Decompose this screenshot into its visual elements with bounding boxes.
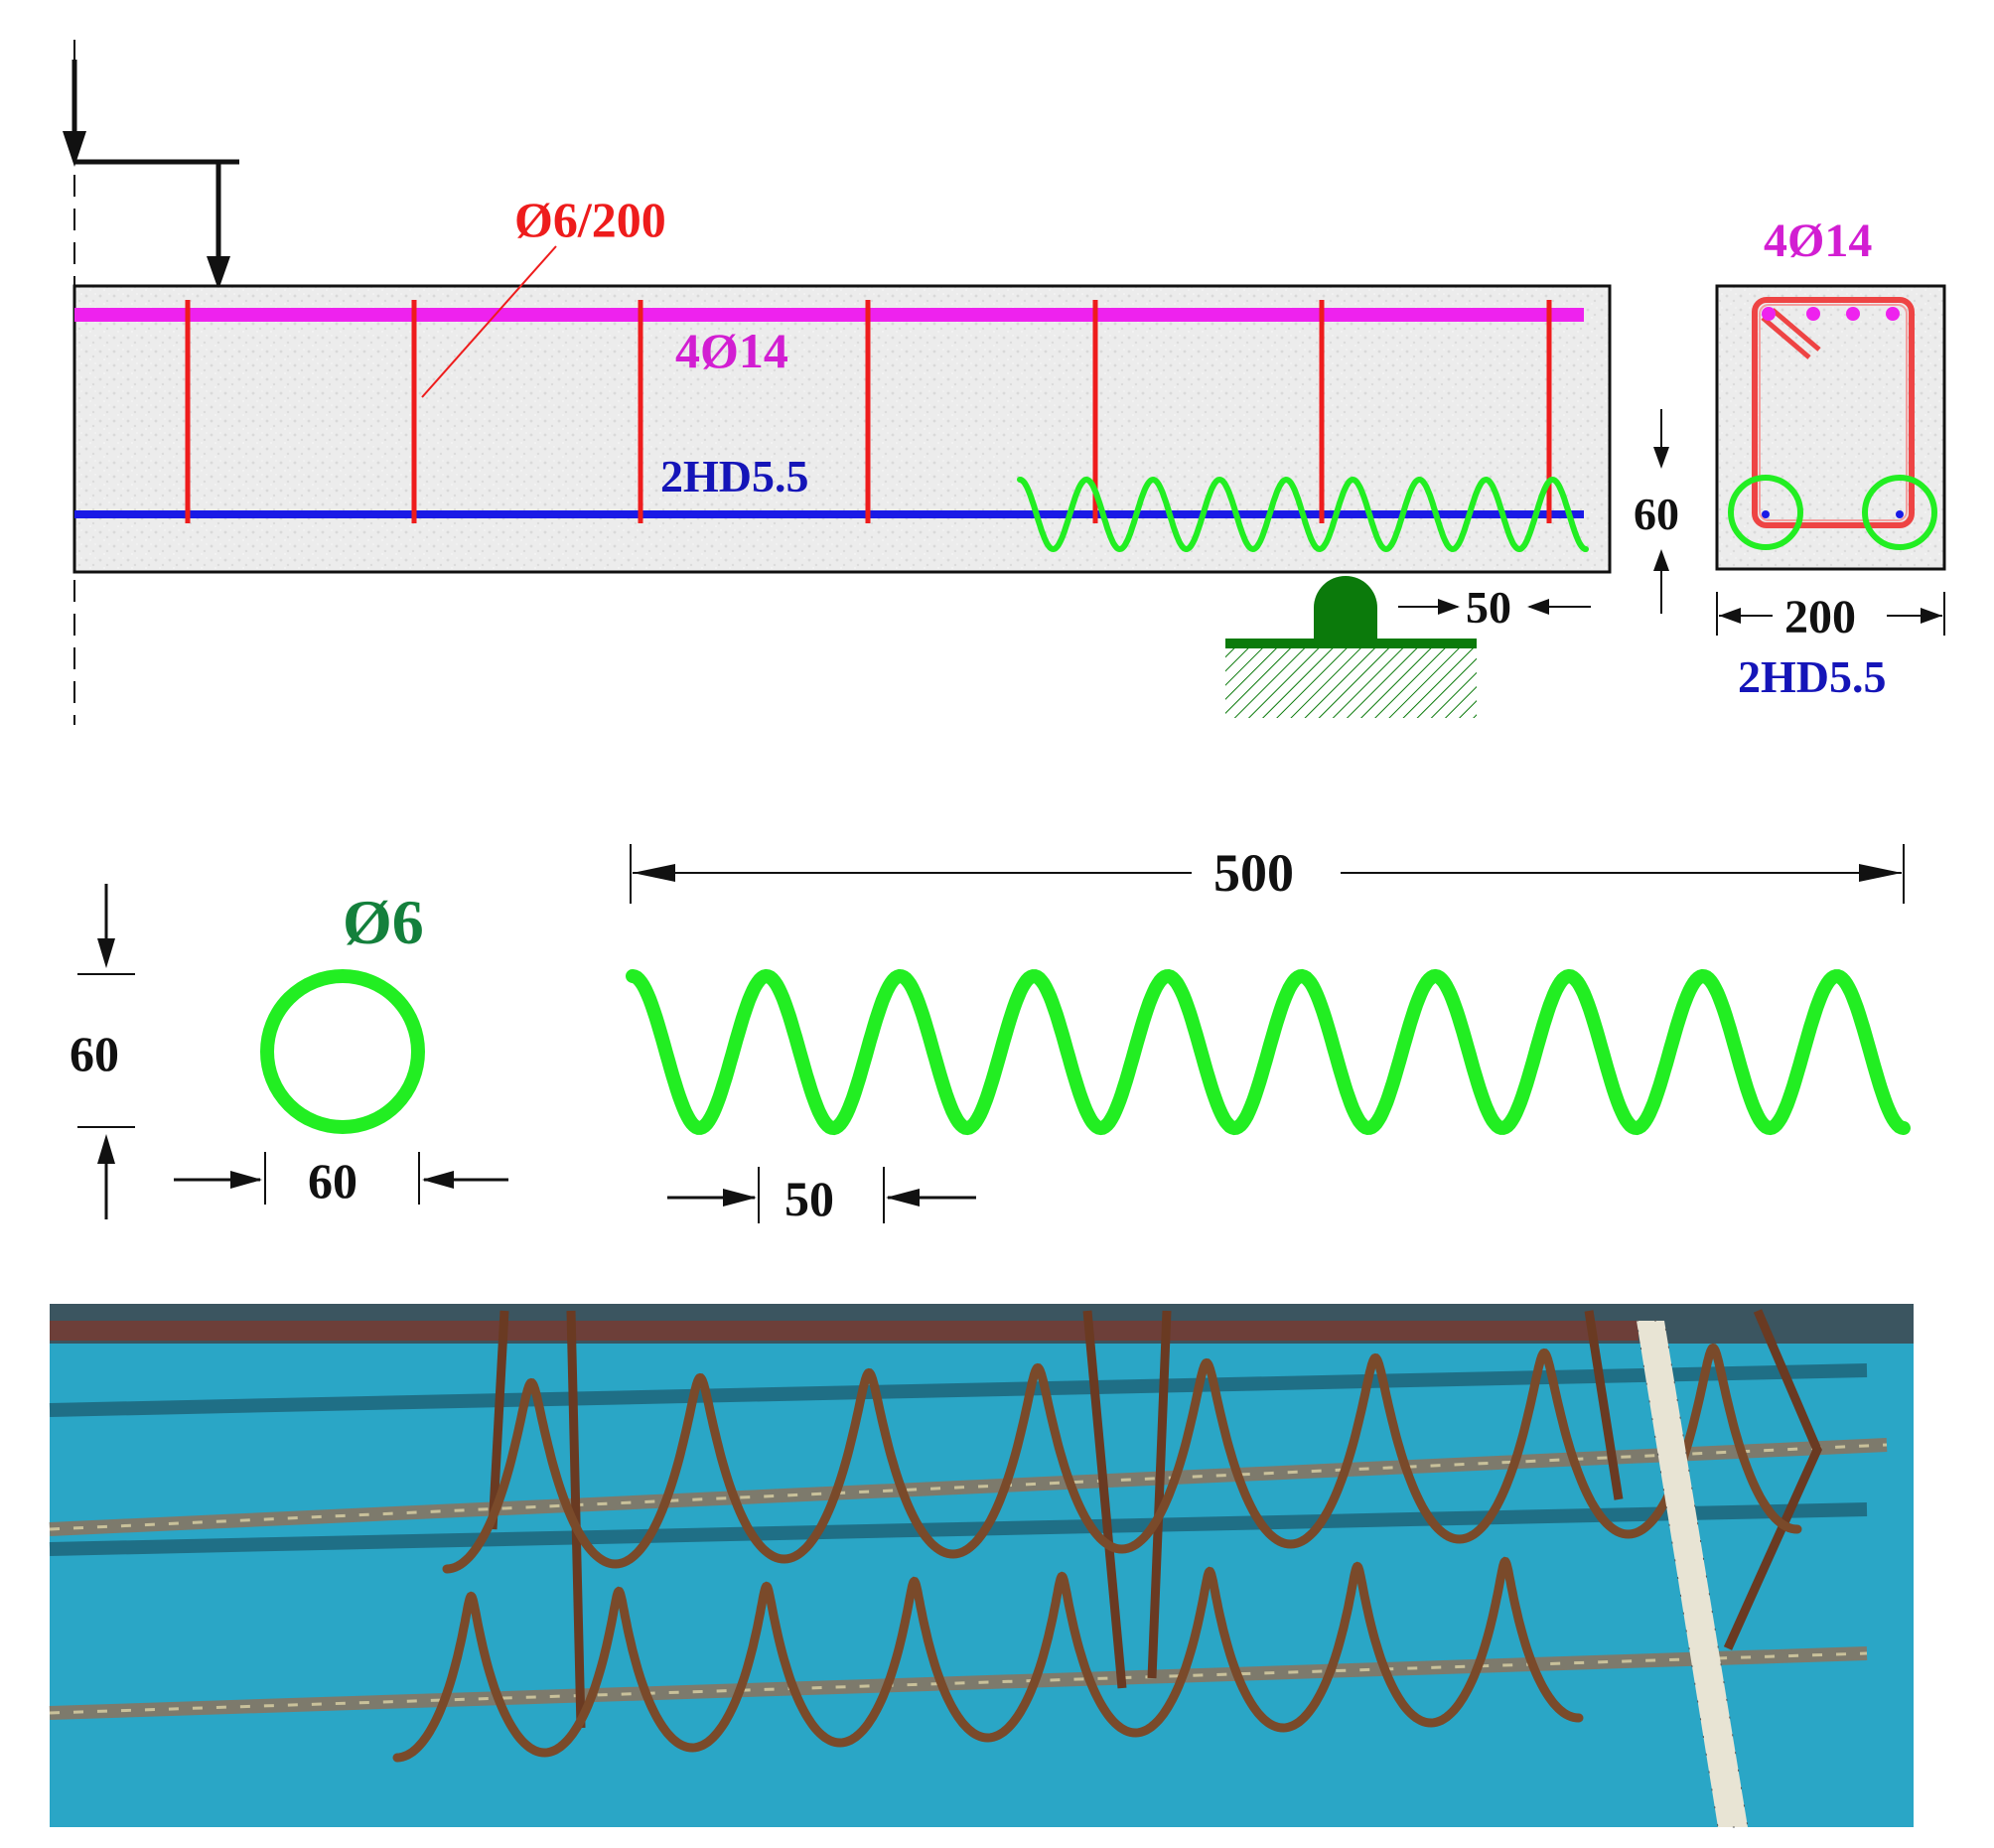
bottom-bar xyxy=(74,510,1584,518)
dim-arrow xyxy=(1653,447,1669,469)
photo-stirrup xyxy=(1147,1310,1172,1679)
section-top-label: 4Ø14 xyxy=(1764,214,1872,267)
dim-arrow xyxy=(1653,549,1669,571)
measuring-tape xyxy=(1636,1320,1749,1828)
support-plate xyxy=(1225,639,1477,648)
support-offset-label: 50 xyxy=(1466,582,1511,633)
spiral-pitch-label: 50 xyxy=(784,1171,834,1226)
section-bottom-bars xyxy=(1762,510,1904,518)
dim-arrow xyxy=(886,1189,920,1207)
section-stirrup-inner xyxy=(1759,304,1908,521)
spiral-height-dimension: 60 xyxy=(70,884,135,1219)
top-bar-dot xyxy=(1846,307,1860,321)
spiral-detail: 60 Ø6 60 500 xyxy=(70,843,1911,1226)
support-offset-dimension: 50 xyxy=(1398,582,1591,633)
bottom-bar-dot xyxy=(1762,510,1770,518)
shadow-bar xyxy=(49,1502,1868,1556)
top-bar xyxy=(74,308,1584,322)
longitudinal-rebar-top-rib xyxy=(49,1443,1888,1531)
top-bar-label: 4Ø14 xyxy=(675,323,788,378)
photo-top-rail xyxy=(50,1321,1638,1341)
section-top-bars xyxy=(1762,307,1900,321)
dim-arrow xyxy=(723,1189,757,1207)
dim-arrow xyxy=(230,1171,262,1189)
load-arrow-right-head xyxy=(207,256,230,290)
spiral-depth-dimension: 60 xyxy=(1634,409,1679,614)
dim-arrow xyxy=(97,1134,115,1164)
spiral-diameter-label: 60 xyxy=(308,1153,357,1208)
bottom-bar-label: 2HD5.5 xyxy=(660,451,809,501)
spiral-section-circle xyxy=(260,969,425,1134)
beam-elevation: Ø6/200 4Ø14 2HD5.5 50 60 xyxy=(63,40,1679,725)
section-width-label: 200 xyxy=(1784,591,1856,643)
beam-spiral xyxy=(1017,476,1589,553)
dim-arrow xyxy=(1527,599,1549,615)
dim-arrow xyxy=(422,1171,454,1189)
dim-arrow xyxy=(1719,608,1741,624)
photo-spiral-bottom xyxy=(392,1556,1584,1763)
photo-stirrup xyxy=(1082,1310,1127,1689)
support xyxy=(1225,576,1477,718)
support-pin xyxy=(1314,576,1377,640)
photo-stirrup xyxy=(1584,1310,1624,1500)
spiral-pitch-dimension: 50 xyxy=(667,1167,976,1226)
section-spiral-left xyxy=(1728,475,1803,550)
detail-spiral xyxy=(626,968,1911,1136)
section-spiral-right xyxy=(1862,475,1937,550)
load-arrow-left-head xyxy=(63,131,86,167)
cross-section: 4Ø14 200 2HD5.5 xyxy=(1715,214,1946,702)
stirrup-leader xyxy=(421,245,557,398)
shadow-bar xyxy=(49,1363,1868,1417)
section-stirrup-hook xyxy=(1761,308,1821,359)
top-bar-dot xyxy=(1762,307,1776,321)
stirrup-label: Ø6/200 xyxy=(514,192,666,247)
top-bar-dot xyxy=(1806,307,1820,321)
bottom-bar-dot xyxy=(1896,510,1904,518)
spiral-length-dimension: 500 xyxy=(630,843,1905,904)
photo-spiral-top xyxy=(442,1343,1802,1574)
reinforcement-photo xyxy=(49,1304,1914,1828)
section-spirals xyxy=(1728,475,1937,550)
photo-stirrup xyxy=(488,1310,509,1530)
spiral-height-label: 60 xyxy=(70,1026,119,1081)
spiral-length-label: 500 xyxy=(1213,843,1294,903)
spiral-bar-label: Ø6 xyxy=(343,887,424,957)
dim-arrow xyxy=(97,938,115,968)
dim-arrow xyxy=(633,864,675,882)
beam-body xyxy=(72,284,1612,574)
photo-stirrup xyxy=(1723,1309,1822,1650)
longitudinal-rebar-bottom-rib xyxy=(49,1651,1868,1715)
support-ground-hatch xyxy=(1225,648,1477,718)
top-bar-dot xyxy=(1886,307,1900,321)
section-width-dimension: 200 xyxy=(1716,591,1945,643)
section-stirrup xyxy=(1752,297,1915,528)
spiral-depth-label: 60 xyxy=(1634,489,1679,539)
spiral-diameter-dimension: 60 xyxy=(174,1152,508,1208)
dim-arrow xyxy=(1921,608,1942,624)
section-bottom-label: 2HD5.5 xyxy=(1738,651,1887,702)
dim-arrow xyxy=(1859,864,1902,882)
dim-arrow xyxy=(1438,599,1460,615)
